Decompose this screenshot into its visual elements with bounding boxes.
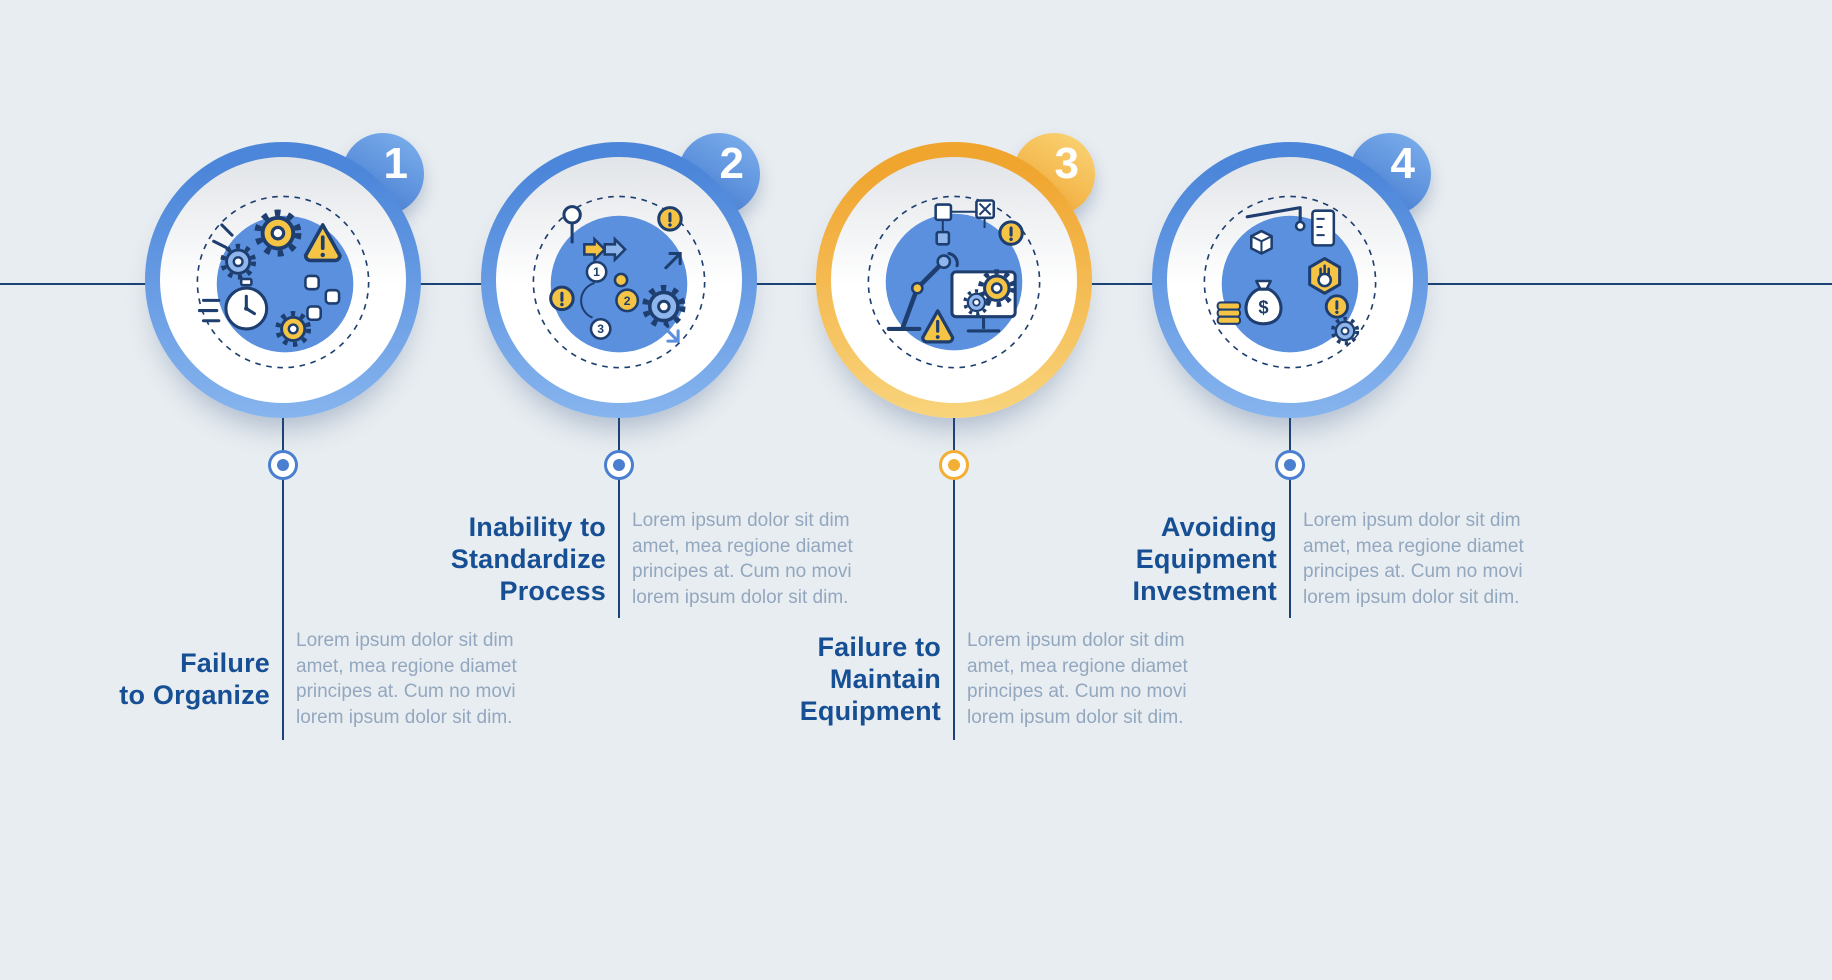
step1-circle: 1 xyxy=(145,133,424,418)
step4-marker-dot xyxy=(1275,450,1305,480)
step2-text-block: Inability to Standardize Process Lorem i… xyxy=(369,508,879,611)
step-number: 1 xyxy=(383,139,408,188)
box-cube-icon xyxy=(1249,229,1273,255)
step-title: Inability to Standardize Process xyxy=(450,512,606,606)
step-description: Lorem ipsum dolor sit dim amet, mea regi… xyxy=(296,630,517,728)
step4-circle: 4 xyxy=(1152,133,1431,418)
hub-dot xyxy=(613,272,629,288)
step1-text-block: Failure to Organize Lorem ipsum dolor si… xyxy=(33,628,543,731)
step1-inner-circle xyxy=(160,157,406,403)
step-number: 2 xyxy=(719,139,744,188)
warning-circle-icon xyxy=(998,220,1024,246)
svg-text:$: $ xyxy=(1258,297,1268,318)
flowchart-icon xyxy=(934,199,996,246)
step2-ring: 1 2 3 xyxy=(481,142,757,418)
step-description: Lorem ipsum dolor sit dim amet, mea regi… xyxy=(1303,510,1524,608)
step-title: Failure to Organize xyxy=(119,648,270,710)
step3-circle: 3 xyxy=(816,133,1095,418)
warning-circle-icon xyxy=(1324,294,1349,319)
step3-marker-dot xyxy=(939,450,969,480)
standardize-process-icon: 1 2 3 xyxy=(532,195,706,369)
crane-icon xyxy=(1245,206,1306,232)
flag-pin-icon xyxy=(562,205,582,244)
arrow-down-icon xyxy=(662,325,680,343)
task-squares-icon xyxy=(304,274,341,322)
step4-connector-line xyxy=(1289,418,1291,618)
step-description: Lorem ipsum dolor sit dim amet, mea regi… xyxy=(967,630,1188,728)
step4-text-block: Avoiding Equipment Investment Lorem ipsu… xyxy=(1040,508,1550,611)
step2-circle: 2 1 2 xyxy=(481,133,760,418)
step-number: 3 xyxy=(1054,139,1079,188)
step1-ring xyxy=(145,142,421,418)
step-description: Lorem ipsum dolor sit dim amet, mea regi… xyxy=(632,510,853,608)
step2-marker-dot xyxy=(604,450,634,480)
step3-connector-line xyxy=(953,418,955,740)
step2-connector-line xyxy=(618,418,620,618)
organize-failure-icon xyxy=(196,195,370,369)
arrow-up-icon xyxy=(664,251,682,270)
numbered-step-circles: 1 2 3 xyxy=(580,260,640,340)
coins-icon xyxy=(1216,301,1242,325)
step3-text-block: Failure to Maintain Equipment Lorem ipsu… xyxy=(704,628,1214,731)
money-bag-icon: $ xyxy=(1244,279,1283,326)
step-number: 4 xyxy=(1390,139,1415,188)
svg-text:2: 2 xyxy=(624,294,631,308)
stopwatch-icon xyxy=(197,277,269,331)
step-title: Avoiding Equipment Investment xyxy=(1132,512,1277,606)
step1-marker-dot xyxy=(268,450,298,480)
ruler-icon xyxy=(1311,209,1336,247)
step1-connector-line xyxy=(282,418,284,740)
step4-inner-circle: $ xyxy=(1167,157,1413,403)
svg-text:1: 1 xyxy=(593,265,600,279)
step-title: Failure to Maintain Equipment xyxy=(799,632,941,726)
robot-arm-icon xyxy=(886,251,959,331)
svg-text:3: 3 xyxy=(597,322,604,336)
gear-icon xyxy=(1330,316,1360,346)
step4-ring: $ xyxy=(1152,142,1428,418)
avoid-investment-icon: $ xyxy=(1203,195,1377,369)
warning-circle-icon xyxy=(549,285,575,312)
stop-hand-icon xyxy=(1308,257,1342,295)
step2-inner-circle: 1 2 3 xyxy=(496,157,742,403)
maintain-equipment-icon xyxy=(867,195,1041,369)
step3-ring xyxy=(816,142,1092,418)
step3-inner-circle xyxy=(831,157,1077,403)
warning-circle-icon xyxy=(657,206,683,232)
